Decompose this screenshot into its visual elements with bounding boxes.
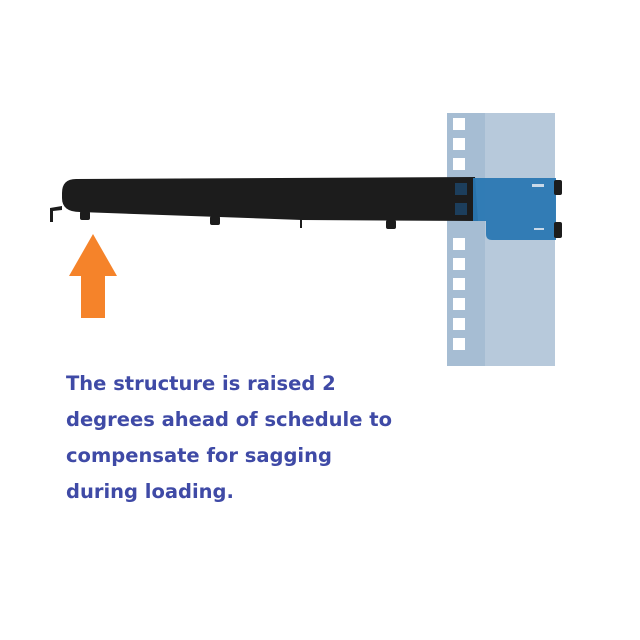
rail-front-panel: [447, 113, 485, 366]
shelf-foot-1: [80, 211, 90, 220]
bracket-slot-2: [455, 203, 467, 215]
shelf-foot-2: [210, 216, 220, 225]
bracket-screw-top: [554, 180, 562, 195]
mounting-bracket: [455, 178, 562, 240]
bracket-label-2: [534, 228, 544, 230]
caption-line-2: degrees ahead of schedule to: [66, 408, 392, 431]
rail-square-holes: [453, 118, 465, 350]
caption-line-3: compensate for sagging: [66, 444, 332, 467]
bracket-slot-1: [455, 183, 467, 195]
shelf-body: [62, 177, 478, 221]
caption-line-4: during loading.: [66, 480, 234, 503]
shelf-pin: [300, 219, 302, 228]
bracket-plate: [473, 178, 556, 240]
cantilever-shelf: [50, 177, 478, 229]
bracket-screw-bottom: [554, 222, 562, 238]
caption-line-1: The structure is raised 2: [66, 372, 336, 395]
shelf-foot-3: [386, 220, 396, 229]
caption-text: The structure is raised 2 degrees ahead …: [66, 366, 446, 510]
bracket-label: [532, 184, 544, 187]
up-arrow-icon: [69, 234, 117, 318]
shelf-front-lip: [50, 206, 62, 222]
